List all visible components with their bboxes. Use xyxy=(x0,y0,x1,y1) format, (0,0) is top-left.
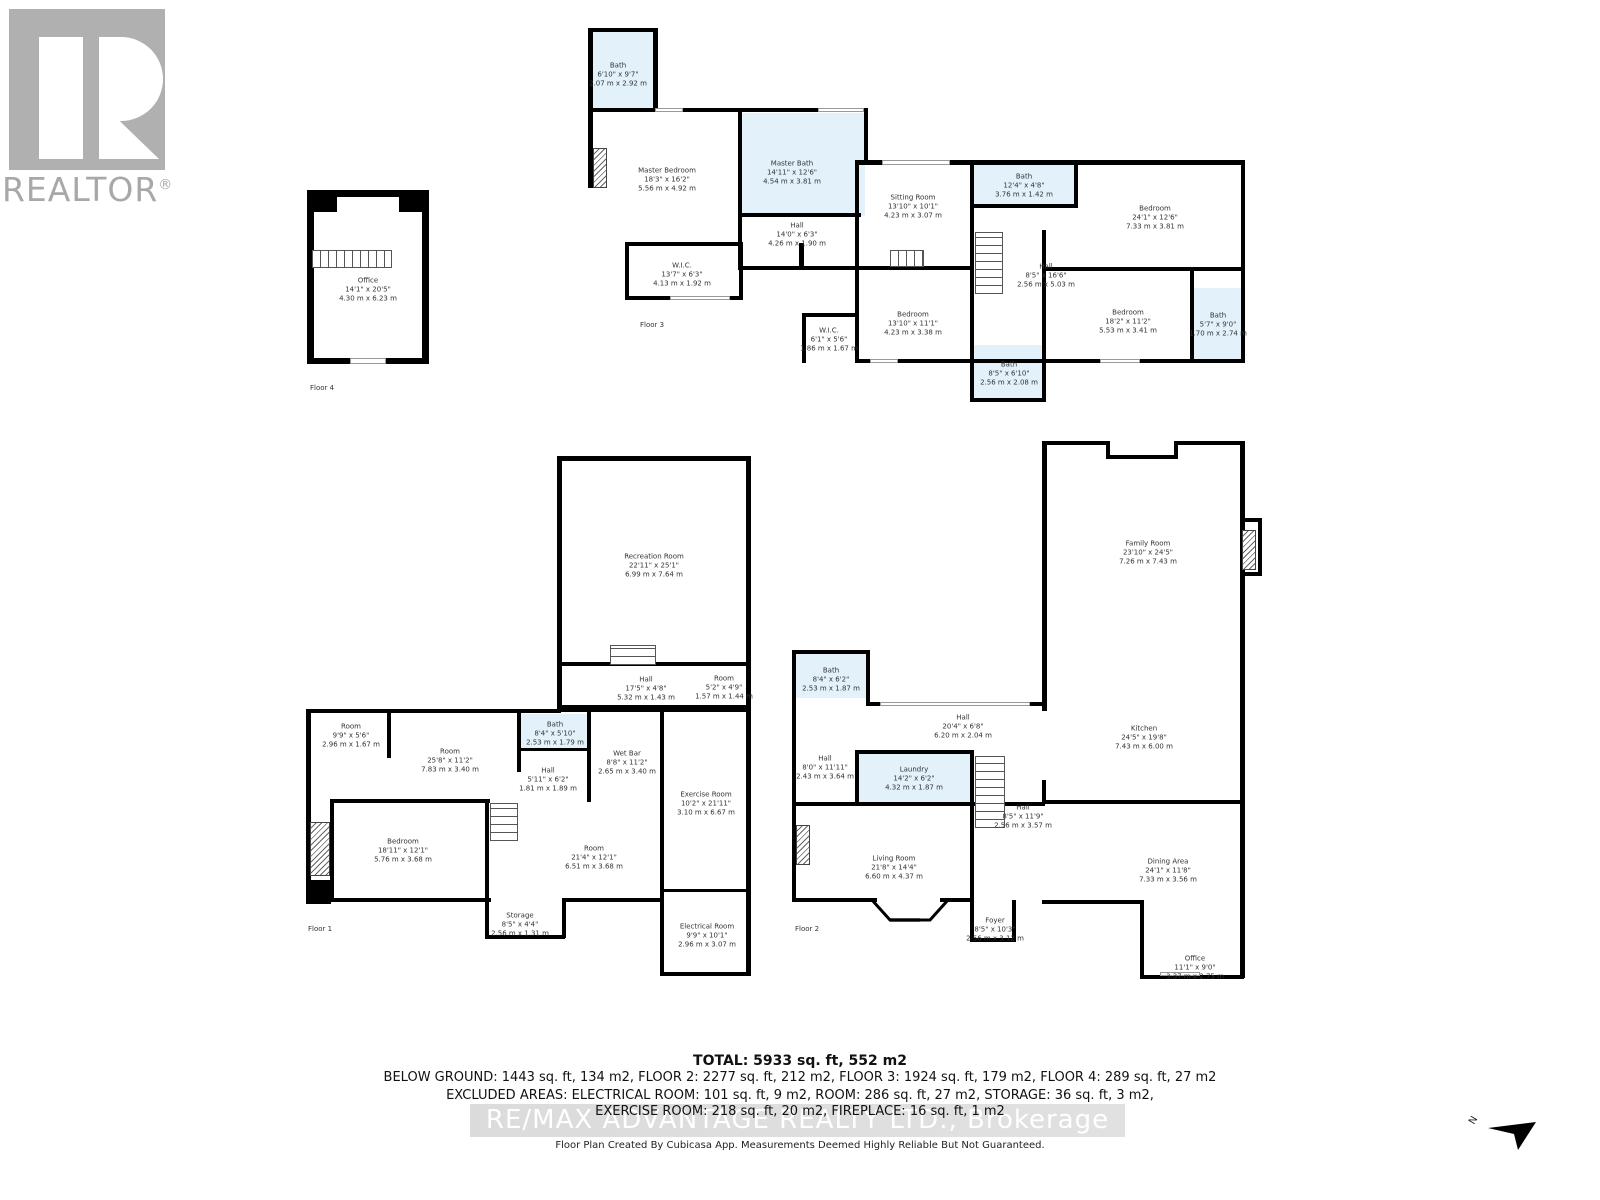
realtor-wordmark: REALTOR® xyxy=(2,170,174,209)
fireplace xyxy=(1242,530,1256,570)
fireplace xyxy=(310,822,330,876)
excluded-areas: EXCLUDED AREAS: ELECTRICAL ROOM: 101 sq.… xyxy=(446,1088,1154,1103)
floor-label: Floor 1 xyxy=(308,925,333,933)
excluded-areas-cont: EXERCISE ROOM: 218 sq. ft, 20 m2, FIREPL… xyxy=(595,1104,1005,1119)
fireplace xyxy=(796,825,810,865)
staircase xyxy=(975,232,1003,294)
total-area: TOTAL: 5933 sq. ft, 552 m2 xyxy=(693,1053,907,1069)
staircase xyxy=(610,645,656,665)
floor-label: Floor 4 xyxy=(310,384,335,392)
staircase xyxy=(890,250,924,267)
north-arrow-icon xyxy=(1488,1122,1536,1150)
credit-line: Floor Plan Created By Cubicasa App. Meas… xyxy=(555,1140,1045,1151)
realtor-logo xyxy=(9,9,165,170)
floor-label: Floor 2 xyxy=(795,925,820,933)
brokerage-watermark: RE/MAX ADVANTAGE REALTY LTD., Brokerage xyxy=(470,1104,1125,1137)
room-label: Office 14'1" x 20'5" 4.30 m x 6.23 m xyxy=(339,276,397,303)
area-breakdown: BELOW GROUND: 1443 sq. ft, 134 m2, FLOOR… xyxy=(383,1070,1217,1085)
room-label: W.I.C.6'1" x 5'6"1.86 m x 1.67 m xyxy=(800,326,858,353)
realtor-r-icon xyxy=(39,37,163,159)
staircase xyxy=(975,756,1005,828)
staircase xyxy=(490,803,518,841)
bay-window xyxy=(870,898,950,922)
room-label: W.I.C.13'7" x 6'3"4.13 m x 1.92 m xyxy=(653,261,711,288)
floor-label: Floor 3 xyxy=(640,321,665,329)
staircase xyxy=(312,250,392,268)
fireplace xyxy=(593,148,607,188)
